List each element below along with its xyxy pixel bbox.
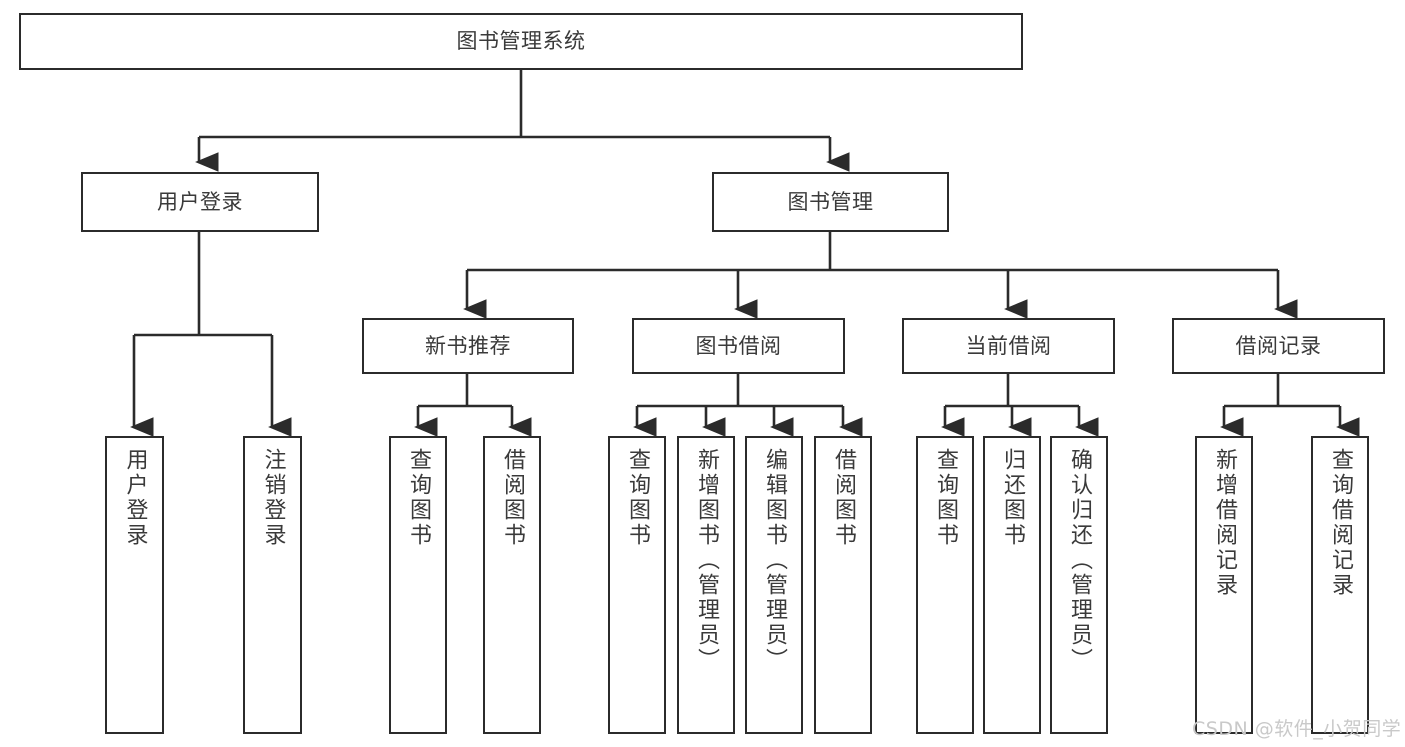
node-book-management[interactable]: 图书管理 bbox=[712, 172, 949, 232]
leaf-logout[interactable]: 注销登录 bbox=[243, 436, 302, 734]
leaf-return-book[interactable]: 归还图书 bbox=[983, 436, 1041, 734]
node-borrow-record-label: 借阅记录 bbox=[1235, 333, 1322, 358]
leaf-add-borrow-record-label: 新增借阅记录 bbox=[1211, 448, 1237, 598]
node-book-borrow-label: 图书借阅 bbox=[695, 333, 782, 358]
leaf-borrow-book-new-label: 借阅图书 bbox=[499, 448, 525, 548]
leaf-user-login-label: 用户登录 bbox=[122, 448, 148, 548]
leaf-logout-label: 注销登录 bbox=[260, 448, 286, 548]
leaf-query-book-current-label: 查询图书 bbox=[932, 448, 958, 548]
node-user-login-label: 用户登录 bbox=[157, 189, 243, 214]
leaf-return-book-label: 归还图书 bbox=[999, 448, 1025, 548]
node-current-borrow-label: 当前借阅 bbox=[965, 333, 1052, 358]
node-root[interactable]: 图书管理系统 bbox=[19, 13, 1023, 70]
leaf-borrow-book-label: 借阅图书 bbox=[830, 448, 856, 548]
leaf-add-borrow-record[interactable]: 新增借阅记录 bbox=[1195, 436, 1253, 734]
leaf-query-book-new[interactable]: 查询图书 bbox=[389, 436, 447, 734]
leaf-borrow-book-new[interactable]: 借阅图书 bbox=[483, 436, 541, 734]
node-book-borrow[interactable]: 图书借阅 bbox=[632, 318, 845, 374]
csdn-watermark: CSDN @软件_小贺同学 bbox=[1192, 718, 1402, 740]
node-root-label: 图书管理系统 bbox=[456, 29, 586, 54]
leaf-query-book-new-label: 查询图书 bbox=[405, 448, 431, 548]
leaf-add-book-admin[interactable]: 新增图书（管理员） bbox=[677, 436, 735, 734]
node-user-login[interactable]: 用户登录 bbox=[81, 172, 319, 232]
leaf-edit-book-admin-label: 编辑图书（管理员） bbox=[761, 448, 787, 673]
leaf-query-borrow-record[interactable]: 查询借阅记录 bbox=[1311, 436, 1369, 734]
node-current-borrow[interactable]: 当前借阅 bbox=[902, 318, 1115, 374]
leaf-query-borrow-record-label: 查询借阅记录 bbox=[1327, 448, 1353, 598]
node-new-book-recommend-label: 新书推荐 bbox=[425, 333, 511, 358]
leaf-query-book-borrow[interactable]: 查询图书 bbox=[608, 436, 666, 734]
leaf-confirm-return-admin-label: 确认归还（管理员） bbox=[1066, 448, 1092, 673]
leaf-user-login[interactable]: 用户登录 bbox=[105, 436, 164, 734]
leaf-query-book-current[interactable]: 查询图书 bbox=[916, 436, 974, 734]
leaf-edit-book-admin[interactable]: 编辑图书（管理员） bbox=[745, 436, 803, 734]
leaf-confirm-return-admin[interactable]: 确认归还（管理员） bbox=[1050, 436, 1108, 734]
node-new-book-recommend[interactable]: 新书推荐 bbox=[362, 318, 574, 374]
leaf-add-book-admin-label: 新增图书（管理员） bbox=[693, 448, 719, 673]
leaf-query-book-borrow-label: 查询图书 bbox=[624, 448, 650, 548]
node-borrow-record[interactable]: 借阅记录 bbox=[1172, 318, 1385, 374]
node-book-management-label: 图书管理 bbox=[787, 189, 874, 214]
leaf-borrow-book[interactable]: 借阅图书 bbox=[814, 436, 872, 734]
